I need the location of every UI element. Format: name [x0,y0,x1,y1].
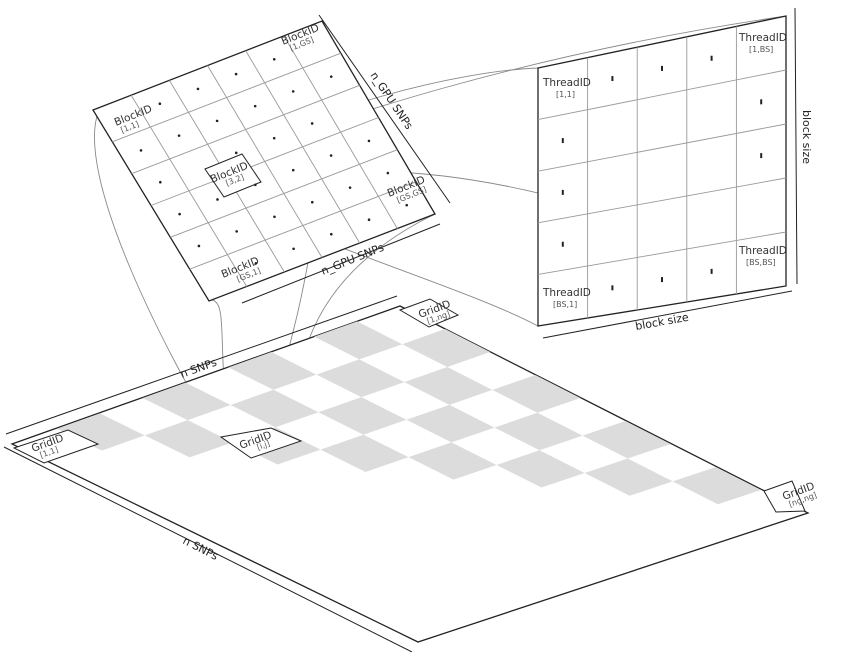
grid-checker-cell [228,352,317,390]
block-dot [234,72,238,76]
grid-checker-cell [314,321,403,360]
block-dot [158,102,162,106]
thread-cell-1-bs-title: ThreadID [738,32,787,44]
thread-dot [611,285,614,291]
thread-cell-bs-1-title: ThreadID [542,287,591,299]
grid-checker-cell [408,442,497,480]
thread-grid-line [537,231,787,275]
block-dot [234,151,238,155]
grid-checker-cell [584,458,673,496]
thread-cell-bs-1-sub: [BS,1] [553,300,577,309]
grid-checker-cell [494,412,583,451]
grid-checker-cells [56,321,761,505]
block-dot [254,261,258,265]
grid-axis-left-line [3,446,413,652]
block-dot [272,57,276,61]
block-dot [348,186,352,189]
grid-cell-1-ng [398,298,460,328]
thread-dot [561,241,564,247]
grid-checker-cell [144,420,233,458]
block-dot [329,75,333,78]
block-dot [273,215,276,219]
block-dot [310,200,314,204]
block-dot [196,87,200,91]
block-dot [367,218,371,222]
block-dot [235,230,238,233]
thread-dot [710,268,713,274]
block-dot [292,247,295,251]
grid-cell-i-j [219,427,303,459]
thread-dot [661,277,663,283]
thread-grid-lines [537,15,787,327]
thread-dot [710,55,713,61]
thread-axis-right-line [794,7,798,285]
grid-checker-cell [496,450,585,488]
thread-cell-1-1-title: ThreadID [542,77,591,89]
block-panel: n_GPU SNPs n_GPU SNPs BlockID [1,1] Bloc… [92,14,451,304]
thread-dots [561,55,763,291]
grid-checker-cell [672,467,761,505]
thread-axis-right-label: block size [800,110,813,164]
block-dot [291,90,295,93]
thread-dot [661,65,663,71]
block-axis-right-line [318,14,451,204]
block-axis-bottom-line [241,223,441,304]
grid-axis-top-line [5,295,398,435]
block-dot [291,168,295,172]
block-cell-3-2 [204,153,262,198]
grid-checker-cell [230,389,319,428]
grid-checker-cell [142,382,231,421]
grid-checker-cell [316,359,405,398]
block-dot [253,104,257,108]
grid-panel: n SNPs n SNPs GridID [1,1] GridID [1,ng]… [3,295,818,652]
block-dot [215,119,219,123]
thread-cell-bs-bs-sub: [BS,BS] [746,258,776,267]
block-dot [367,139,371,143]
block-dot [216,198,219,201]
block-dot [178,212,181,216]
block-dot [310,122,314,125]
grid-cell-i-j-sub: [i,j] [256,439,272,452]
block-dot [386,171,390,175]
grid-checker-cell [582,421,671,459]
thread-dot [611,76,614,82]
grid-panel-background [10,305,810,643]
thread-dot [561,189,564,195]
grid-checker-cell [492,375,581,413]
grid-checker-cell [320,434,409,472]
grid-checker-cell [402,329,491,368]
thread-grid-line [537,69,787,121]
thread-grid-border [537,15,787,327]
block-dot [254,183,257,187]
thread-dot [760,153,763,159]
block-dots [139,57,409,265]
grid-checker-cell [406,404,495,443]
grid-cell-1-1 [12,429,100,464]
thread-dot [760,99,763,105]
block-dot [139,149,143,152]
block-dot [197,244,201,248]
thread-axis-bottom-line [542,290,793,339]
block-grid-line [189,181,417,270]
thread-cell-1-1-sub: [1,1] [556,90,575,99]
block-dot [177,134,181,137]
block-grid-lines [92,20,436,302]
grid-checker-cell [404,367,493,405]
block-dot [272,136,276,140]
thread-cell-bs-bs-title: ThreadID [738,245,787,257]
thread-dot [561,138,564,144]
thread-cell-1-bs-sub: [1,BS] [749,45,773,54]
block-dot [405,203,409,207]
block-dot [159,180,162,184]
block-dot [330,232,333,236]
grid-checker-cell [318,397,407,435]
grid-cell-ng-ng [763,480,806,513]
thread-grid-line [537,177,787,224]
grid-checker-cell [56,413,145,451]
thread-panel: block size block size ThreadID [1,1] Thr… [537,7,813,339]
thread-grid-line [537,123,787,172]
block-dot [329,154,333,157]
thread-axis-bottom-label: block size [634,311,690,333]
